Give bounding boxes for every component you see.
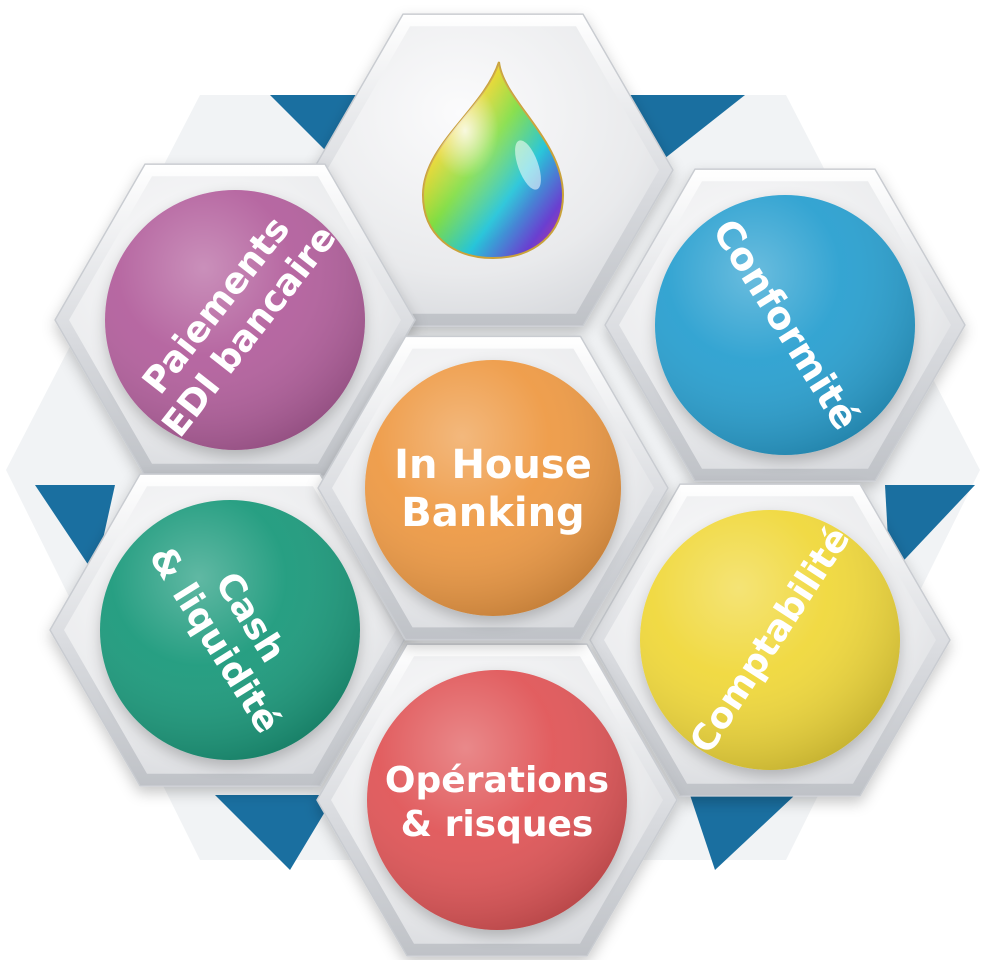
operations-label-line2: & risques (401, 804, 594, 845)
segment-conformite: Conformité (655, 195, 915, 455)
blue-triangle-bottom-left (215, 795, 335, 870)
operations-label-line1: Opérations (385, 760, 609, 801)
center-label-line2: Banking (401, 490, 584, 536)
segment-comptabilite: Comptabilité (640, 510, 900, 770)
blue-triangle-right (885, 485, 975, 575)
center-label-line1: In House (394, 442, 592, 488)
rainbow-drop-logo (421, 61, 565, 260)
segment-paiements: Paiements EDI bancaire (105, 190, 365, 450)
segment-cash: Cash & liquidité (100, 500, 360, 760)
segment-operations: Opérations & risques (367, 670, 627, 930)
blue-triangle-bottom-right (690, 795, 795, 870)
center-segment: In House Banking (365, 360, 621, 616)
